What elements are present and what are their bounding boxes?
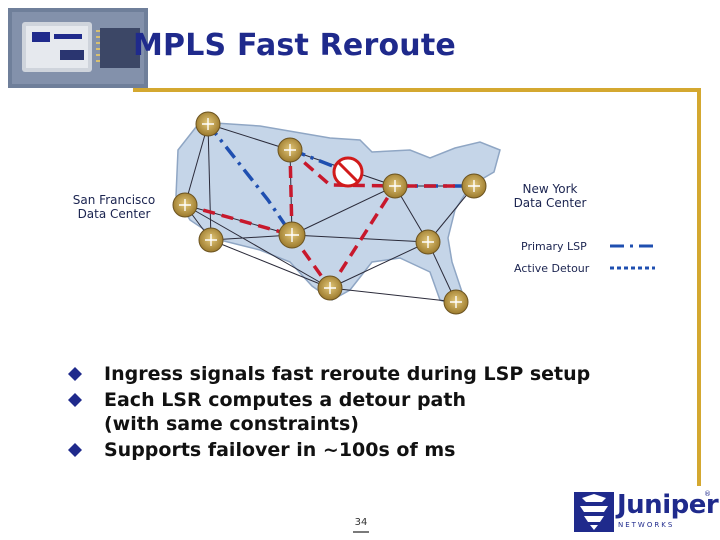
- legend-primary-label: Primary LSP: [521, 240, 587, 253]
- page-number-underline: [353, 531, 369, 533]
- page-number: 34: [350, 517, 372, 528]
- router-chip-photo: [8, 8, 148, 88]
- legend-detour-label: Active Detour: [514, 262, 589, 275]
- link-failure-icon: [334, 158, 362, 186]
- bullet-item: Supports failover in ~100s of ms: [64, 438, 684, 462]
- diamond-bullet-icon: [68, 367, 82, 381]
- bullet-item: Ingress signals fast reroute during LSP …: [64, 362, 684, 386]
- bullet-item: Each LSR computes a detour path: [64, 388, 684, 412]
- slide-title: MPLS Fast Reroute: [133, 28, 456, 63]
- diamond-bullet-icon: [68, 443, 82, 457]
- new-york-label: New York Data Center: [502, 182, 598, 210]
- bullet-list: Ingress signals fast reroute during LSP …: [64, 362, 684, 464]
- juniper-logo-sub: NETWORKS: [618, 521, 674, 529]
- juniper-logo-icon: [574, 492, 614, 532]
- bullet-continuation: (with same constraints): [64, 412, 684, 436]
- juniper-logo-word: Juniper: [617, 490, 718, 520]
- registered-mark: ®: [704, 490, 711, 498]
- san-francisco-label: San Francisco Data Center: [58, 193, 170, 221]
- diamond-bullet-icon: [68, 393, 82, 407]
